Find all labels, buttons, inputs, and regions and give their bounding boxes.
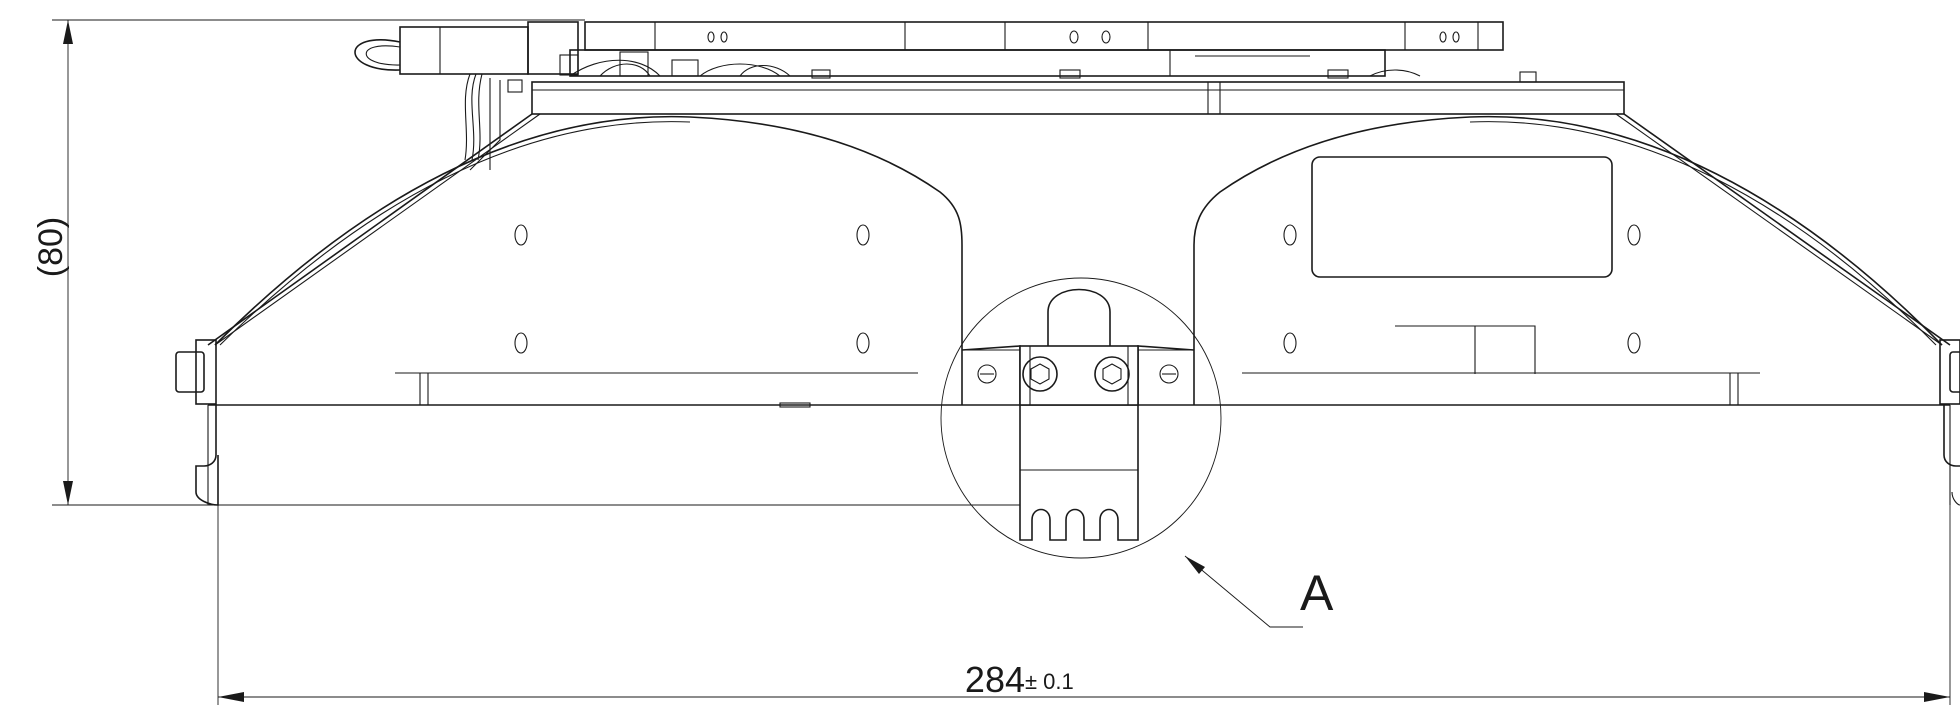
mounting-hole: [1627, 332, 1641, 354]
top-board-assembly: [354, 21, 1625, 171]
mounting-hole: [1283, 224, 1297, 246]
center-clamp: [940, 277, 1222, 559]
left-end-cap: [175, 339, 219, 506]
hex-screw-left: [1022, 356, 1058, 392]
label-plate: [1311, 156, 1613, 278]
left-side-panel: [214, 115, 963, 405]
slotted-screw-right: [1159, 364, 1179, 384]
right-end-cap: [1939, 339, 1960, 506]
mounting-hole: [856, 332, 870, 354]
mounting-hole: [514, 224, 528, 246]
slotted-screw-left: [977, 364, 997, 384]
dimension-lines: [52, 19, 1951, 705]
detail-callout-label: A: [1300, 565, 1334, 621]
height-dimension-label: (80): [32, 217, 70, 277]
mounting-hole: [856, 224, 870, 246]
hex-screw-right: [1094, 356, 1130, 392]
mounting-hole: [1283, 332, 1297, 354]
width-dimension-tolerance: ± 0.1: [1025, 669, 1074, 694]
mounting-hole: [1627, 224, 1641, 246]
detail-circle: [940, 277, 1222, 559]
width-dimension-label: 284: [965, 659, 1025, 700]
mounting-hole: [514, 332, 528, 354]
right-side-panel: [1193, 115, 1943, 405]
